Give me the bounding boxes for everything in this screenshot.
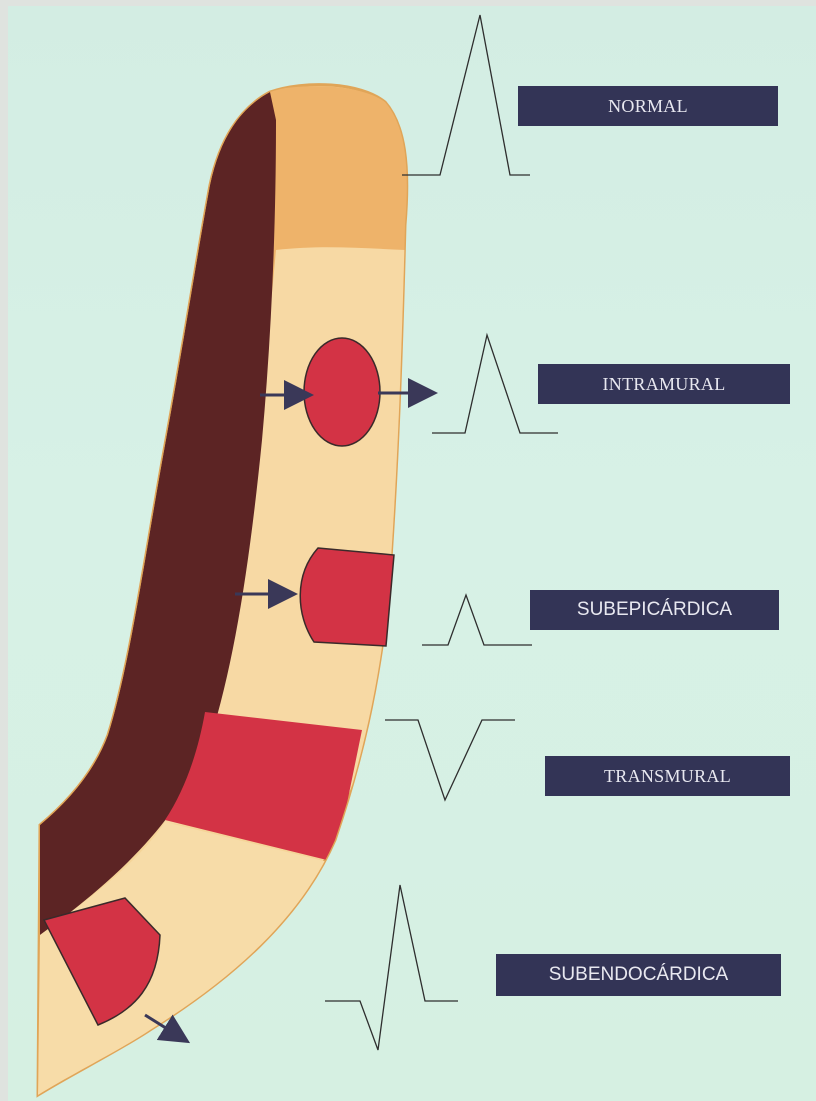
transmural-trace-icon: [385, 720, 515, 800]
subepicardica-lesion-shape: [300, 548, 394, 646]
subepicardica-trace-icon: [422, 595, 532, 645]
label-subendocardica: SUBENDOCÁRDICA: [496, 954, 781, 996]
subendocardica-trace-icon: [325, 885, 458, 1050]
label-intramural: INTRAMURAL: [538, 364, 790, 404]
label-transmural: TRANSMURAL: [545, 756, 790, 796]
label-normal: NORMAL: [518, 86, 778, 126]
intramural-lesion-circle: [304, 338, 380, 446]
label-subepicardica: SUBEPICÁRDICA: [530, 590, 779, 630]
normal-trace-icon: [402, 15, 530, 175]
